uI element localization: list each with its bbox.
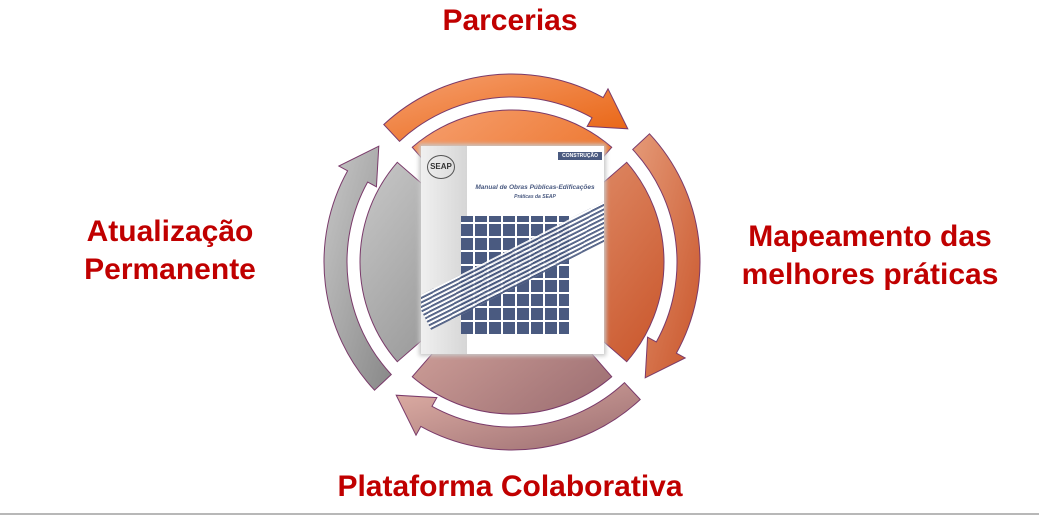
category-tag: CONSTRUÇÃO (558, 152, 602, 160)
label-line: Permanente (84, 253, 256, 286)
cover-title: Manual de Obras Públicas-Edificações (475, 184, 595, 191)
arrow-bottom (395, 381, 641, 451)
arrow-right (631, 133, 701, 379)
label-line: Atualização (86, 215, 254, 248)
label-text: Plataforma Colaborativa (337, 470, 683, 503)
label-mapeamento: Mapeamento das melhores práticas (720, 218, 1020, 294)
arrow-left (323, 145, 393, 391)
seap-logo: SEAP (427, 155, 455, 179)
label-parcerias: Parcerias (360, 2, 660, 40)
label-line: Mapeamento das (748, 220, 992, 253)
label-plataforma: Plataforma Colaborativa (260, 468, 760, 506)
cover-subtitle: Práticas da SEAP (514, 194, 556, 200)
label-text: Parcerias (442, 4, 578, 37)
arrow-top (383, 73, 629, 143)
manual-cover-image: SEAP CONSTRUÇÃO Manual de Obras Públicas… (421, 146, 604, 354)
bottom-divider (0, 513, 1039, 515)
label-line: melhores práticas (741, 258, 999, 291)
